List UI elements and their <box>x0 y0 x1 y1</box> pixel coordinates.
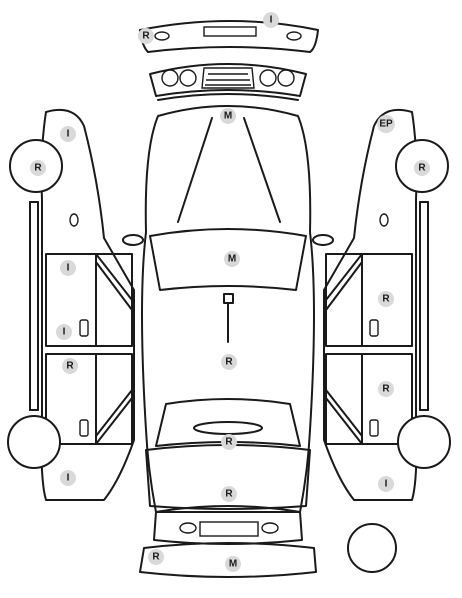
marker-windshield[interactable]: M <box>224 251 240 267</box>
marker-rear-panel[interactable]: R <box>221 486 237 502</box>
svg-text:M: M <box>228 254 236 265</box>
svg-text:I: I <box>270 15 273 26</box>
marker-front-bumper-left[interactable]: R <box>138 28 154 44</box>
marker-hood-front[interactable]: M <box>220 108 236 124</box>
marker-rear-bumper-bottom[interactable]: M <box>225 556 241 572</box>
svg-text:M: M <box>229 559 237 570</box>
left-side-view <box>7 108 135 501</box>
spare-tire <box>347 523 397 573</box>
marker-left-front-fender[interactable]: I <box>60 126 76 142</box>
svg-text:R: R <box>225 437 233 448</box>
svg-text:R: R <box>382 294 390 305</box>
marker-left-front-door-lower[interactable]: I <box>56 324 72 340</box>
svg-text:R: R <box>66 361 74 372</box>
marker-left-front-wheel[interactable]: R <box>30 160 46 176</box>
marker-right-front-fender[interactable]: EP <box>377 115 395 133</box>
car-body-top <box>122 105 334 513</box>
svg-text:I: I <box>63 327 66 338</box>
front-bumper <box>139 20 319 53</box>
svg-text:R: R <box>152 552 160 563</box>
marker-rear-bumper-left[interactable]: R <box>148 549 164 565</box>
marker-roof[interactable]: R <box>221 354 237 370</box>
right-side-view <box>323 108 451 501</box>
svg-text:I: I <box>67 263 70 274</box>
marker-right-rear-door[interactable]: R <box>378 381 394 397</box>
marker-right-rear-quarter[interactable]: I <box>378 476 394 492</box>
marker-left-rear-door[interactable]: R <box>62 358 78 374</box>
marker-right-front-wheel[interactable]: R <box>414 160 430 176</box>
marker-front-bumper-top[interactable]: I <box>263 12 279 28</box>
front-fascia <box>149 63 307 101</box>
marker-right-front-door[interactable]: R <box>378 291 394 307</box>
svg-text:R: R <box>34 163 42 174</box>
svg-text:EP: EP <box>379 119 393 130</box>
svg-text:R: R <box>418 163 426 174</box>
svg-text:I: I <box>67 473 70 484</box>
marker-left-rear-quarter[interactable]: I <box>60 470 76 486</box>
svg-text:I: I <box>67 129 70 140</box>
svg-text:M: M <box>224 111 232 122</box>
svg-text:I: I <box>385 479 388 490</box>
rear-bumper <box>139 542 317 578</box>
marker-left-front-door[interactable]: I <box>60 260 76 276</box>
svg-text:R: R <box>225 357 233 368</box>
svg-text:R: R <box>225 489 233 500</box>
svg-text:R: R <box>382 384 390 395</box>
svg-text:R: R <box>142 31 150 42</box>
marker-trunk-lid[interactable]: R <box>221 434 237 450</box>
